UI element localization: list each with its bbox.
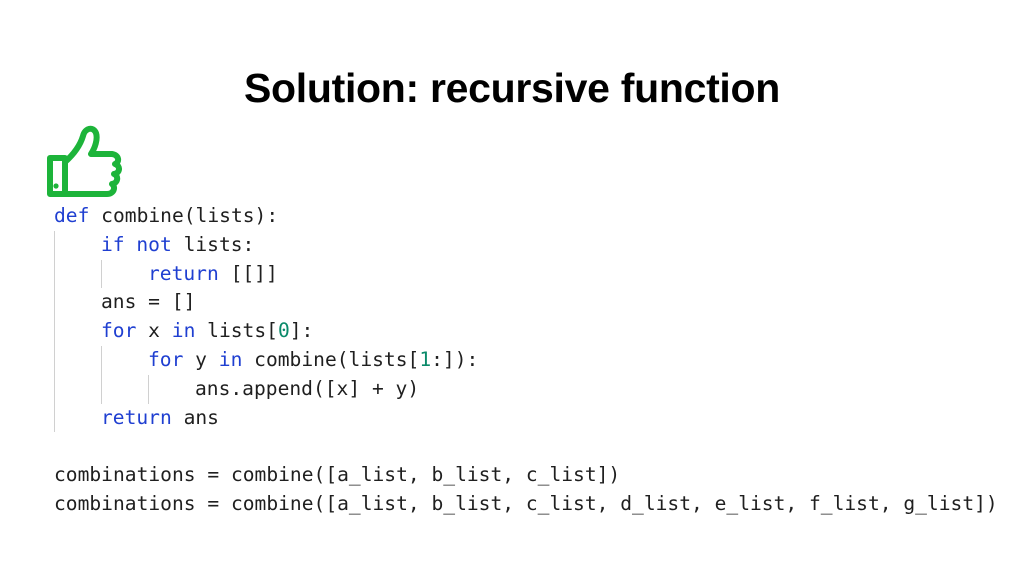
indent-guide <box>54 403 55 433</box>
code-line: combinations = combine([a_list, b_list, … <box>54 461 1014 490</box>
indent-guide <box>54 259 55 289</box>
code-text: ]: <box>289 319 314 343</box>
code-line <box>54 432 1014 461</box>
code-text: lists[ <box>195 319 278 343</box>
code-keyword: in <box>218 347 243 371</box>
code-text: lists: <box>171 232 255 256</box>
indent-guide <box>101 374 102 404</box>
code-keyword: return <box>148 261 219 285</box>
code-line-content: if not lists: <box>101 231 254 260</box>
code-line: return [[]] <box>54 259 1014 289</box>
code-line-content: return [[]] <box>148 260 278 289</box>
code-line-content: for x in lists[0]: <box>101 317 313 346</box>
indent-guide <box>101 345 102 375</box>
code-keyword: for <box>101 319 137 343</box>
code-line-content: return ans <box>101 404 219 433</box>
code-block: def combine(lists):if not lists:return [… <box>54 202 1014 519</box>
code-text: combine(lists[ <box>242 347 420 371</box>
thumbs-up-icon <box>47 125 122 197</box>
code-text: ans = [] <box>101 290 196 314</box>
code-line-content: combinations = combine([a_list, b_list, … <box>54 490 998 519</box>
indent-guide <box>54 374 55 404</box>
code-line: return ans <box>54 403 1014 433</box>
code-text: ans <box>171 405 219 429</box>
code-keyword: def <box>54 204 90 227</box>
code-text: combine(lists): <box>89 204 279 227</box>
indent-guide <box>54 230 55 260</box>
code-number: 0 <box>277 319 290 343</box>
code-text: y <box>183 347 219 371</box>
code-keyword: for <box>148 347 184 371</box>
code-line: if not lists: <box>54 230 1014 260</box>
code-line: combinations = combine([a_list, b_list, … <box>54 490 1014 519</box>
code-line: for x in lists[0]: <box>54 317 1014 346</box>
code-text <box>125 233 137 256</box>
code-keyword: return <box>101 405 172 429</box>
code-text: x <box>136 319 172 343</box>
code-line-content: ans.append([x] + y) <box>195 375 419 404</box>
indent-guide <box>54 317 55 346</box>
indent-guide <box>101 259 102 289</box>
code-text: combinations = combine([a_list, b_list, … <box>54 463 621 487</box>
indent-guide <box>54 288 55 318</box>
slide-title: Solution: recursive function <box>243 65 781 111</box>
code-text: [[]] <box>218 261 278 285</box>
code-line: for y in combine(lists[1:]): <box>54 345 1014 375</box>
code-text: :]): <box>431 347 479 371</box>
code-number: 1 <box>419 347 432 371</box>
code-keyword: if <box>101 232 125 256</box>
indent-guide <box>54 345 55 375</box>
code-keyword: in <box>171 319 196 343</box>
code-text: ans.append([x] + y) <box>195 376 420 400</box>
code-line: ans = [] <box>54 288 1014 318</box>
code-line-content: for y in combine(lists[1:]): <box>148 346 478 375</box>
code-line: def combine(lists): <box>54 202 1014 231</box>
code-keyword: not <box>136 232 172 256</box>
code-text: combinations = combine([a_list, b_list, … <box>54 491 998 515</box>
code-line-content: ans = [] <box>101 288 195 317</box>
indent-guide <box>148 374 149 404</box>
code-line: ans.append([x] + y) <box>54 374 1014 404</box>
code-line-content: def combine(lists): <box>54 202 278 231</box>
code-line-content: combinations = combine([a_list, b_list, … <box>54 461 620 490</box>
